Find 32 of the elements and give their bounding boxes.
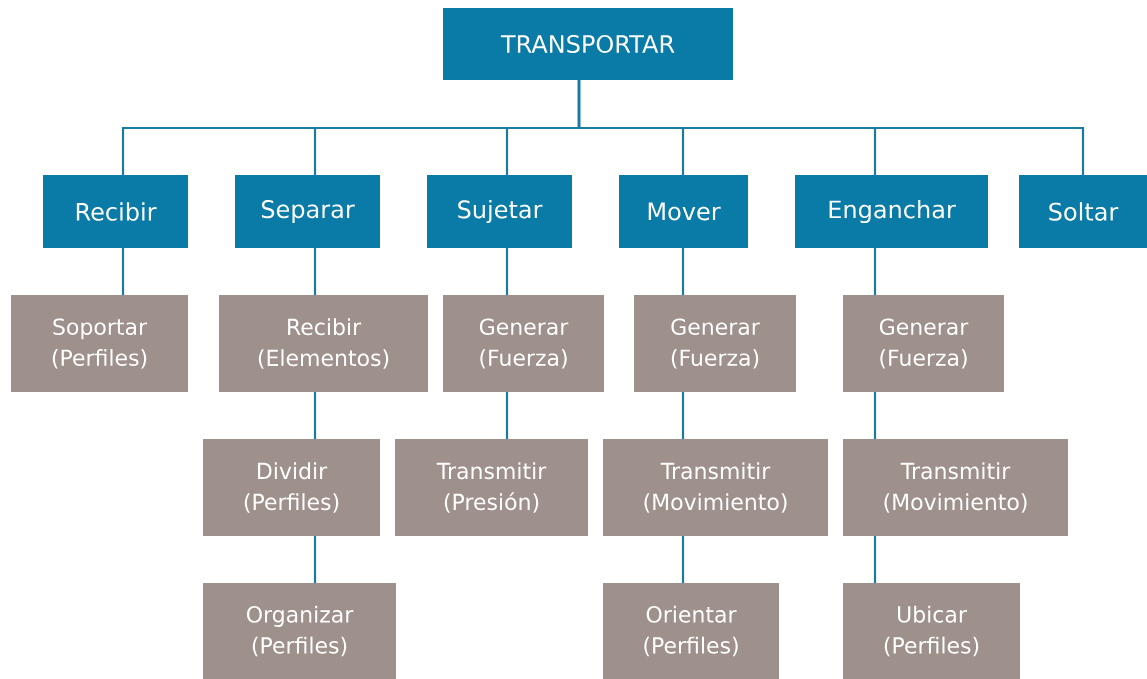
subfunction-box: Transmitir (Movimiento) <box>603 439 828 536</box>
connector-line <box>505 248 509 295</box>
subfunction-box: Orientar (Perfiles) <box>603 583 779 679</box>
subfunction-box: Organizar (Perfiles) <box>203 583 396 679</box>
subfunction-box: Generar (Fuerza) <box>843 295 1004 392</box>
connector-line <box>873 248 877 295</box>
subfunction-box: Generar (Fuerza) <box>443 295 604 392</box>
connector-line <box>873 392 877 439</box>
function-box: Sujetar <box>427 175 572 248</box>
connector-line <box>873 536 877 583</box>
connector-line <box>681 248 685 295</box>
connector-line <box>313 248 317 295</box>
subfunction-box: Generar (Fuerza) <box>634 295 796 392</box>
connector-line <box>313 392 317 439</box>
function-box: Separar <box>235 175 380 248</box>
function-box: TRANSPORTAR <box>443 8 733 80</box>
subfunction-box: Recibir (Elementos) <box>219 295 428 392</box>
connector-line <box>121 248 125 295</box>
function-box: Recibir <box>43 175 188 248</box>
connector-line <box>681 392 685 439</box>
subfunction-box: Transmitir (Movimiento) <box>843 439 1068 536</box>
connector-line <box>505 392 509 439</box>
connector-line <box>577 80 1085 175</box>
connector-line <box>681 536 685 583</box>
connector-line <box>313 536 317 583</box>
function-box: Enganchar <box>795 175 988 248</box>
subfunction-box: Ubicar (Perfiles) <box>843 583 1020 679</box>
function-box: Soltar <box>1019 175 1147 248</box>
function-box: Mover <box>619 175 748 248</box>
subfunction-box: Soportar (Perfiles) <box>11 295 188 392</box>
subfunction-box: Transmitir (Presión) <box>395 439 588 536</box>
subfunction-box: Dividir (Perfiles) <box>203 439 380 536</box>
